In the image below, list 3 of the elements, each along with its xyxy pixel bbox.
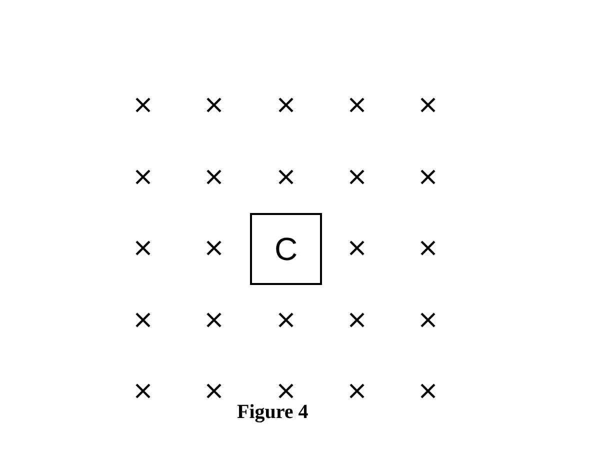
loop-label: C [274, 230, 298, 268]
square-loop [250, 213, 322, 285]
figure-caption: Figure 4 [237, 401, 308, 424]
